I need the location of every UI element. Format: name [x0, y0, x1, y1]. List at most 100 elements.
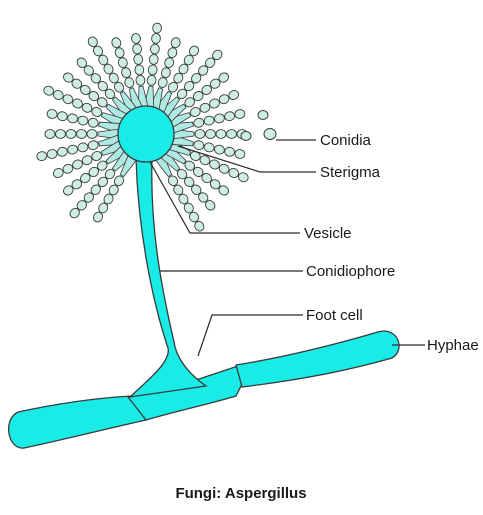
conidium [86, 129, 98, 139]
conidium [152, 22, 162, 34]
conidium [77, 142, 89, 153]
conidium [184, 97, 195, 108]
conidium [234, 149, 246, 159]
conidium [46, 109, 58, 119]
figure-caption: Fungi: Aspergillus [175, 485, 306, 502]
conidium [43, 85, 55, 96]
conidium [52, 90, 64, 100]
conidium [87, 36, 98, 48]
conidium [97, 80, 108, 92]
hyphae [8, 330, 400, 449]
loose-conidia [240, 110, 277, 141]
conidium [83, 65, 94, 76]
conidium [201, 84, 212, 95]
conidium [56, 111, 68, 122]
conidium [205, 200, 216, 211]
conidium [228, 168, 240, 178]
conidium [98, 202, 109, 214]
conidium [88, 166, 100, 177]
hyphae-left-cell [8, 395, 148, 449]
conidium [192, 91, 204, 102]
conidium [117, 57, 128, 69]
conidium [91, 151, 103, 161]
conidium [114, 47, 125, 59]
conidium [108, 184, 119, 196]
conidium [173, 72, 184, 84]
vesicle-leader [149, 161, 300, 234]
conidium [203, 115, 215, 126]
conidium [67, 113, 79, 124]
conidium [199, 102, 211, 113]
conidium [205, 57, 216, 68]
conidium [71, 78, 83, 89]
conidium [81, 102, 93, 113]
conidium [76, 57, 87, 68]
conidium [234, 109, 246, 119]
conidium [170, 37, 181, 49]
conidium [183, 202, 194, 214]
conidium [52, 168, 64, 178]
conidium [157, 77, 168, 88]
conidium [121, 67, 132, 79]
conidium [209, 78, 221, 89]
conidium [104, 168, 116, 180]
conidium [63, 185, 74, 196]
conidium [124, 77, 135, 88]
conidium [97, 176, 108, 188]
conidium [193, 117, 205, 128]
label-sterigma: Sterigma [320, 164, 381, 181]
conidium [183, 54, 194, 66]
conidium [215, 129, 227, 139]
conidium [263, 128, 277, 140]
hyphae-right-cell [235, 330, 400, 388]
conidium [148, 53, 159, 65]
conidium [69, 207, 80, 219]
conidium [228, 90, 240, 100]
conidium [104, 88, 116, 100]
conidium [133, 53, 144, 65]
conidium [80, 84, 91, 95]
conidium [76, 200, 87, 211]
conidia-group [36, 22, 249, 232]
sterigma-leader [177, 145, 316, 173]
conidium [91, 107, 103, 117]
conidium [209, 98, 220, 109]
conidium [81, 155, 93, 166]
conidium [199, 155, 211, 166]
conidium [188, 45, 200, 57]
label-foot-cell: Foot cell [306, 307, 363, 324]
conidium [224, 146, 236, 157]
conidium [113, 175, 125, 187]
conidium [71, 179, 83, 190]
conidium [80, 173, 91, 184]
conidium [108, 72, 119, 84]
conidium [193, 140, 205, 151]
conidium [167, 47, 178, 59]
conidium [213, 144, 225, 155]
conidium [173, 184, 184, 196]
conidium [72, 98, 83, 109]
conidium [201, 173, 212, 184]
conidium [134, 64, 145, 76]
conidium [198, 65, 209, 76]
conidium [87, 117, 99, 128]
conidium [167, 81, 179, 93]
conidium [160, 67, 171, 79]
conidium [76, 129, 87, 139]
conidium [224, 111, 236, 122]
label-conidia: Conidia [320, 132, 372, 149]
conidium [46, 149, 58, 159]
conidium [184, 176, 195, 188]
conidium [209, 159, 220, 170]
conidium [90, 184, 101, 195]
foot-cell-leader [197, 314, 303, 357]
conidium [62, 163, 74, 174]
conidium [98, 54, 109, 66]
conidium [194, 220, 205, 232]
conidium [194, 129, 206, 139]
conidium [132, 43, 142, 55]
conidium [191, 73, 202, 84]
conidium [184, 80, 195, 92]
conidium [184, 160, 195, 171]
